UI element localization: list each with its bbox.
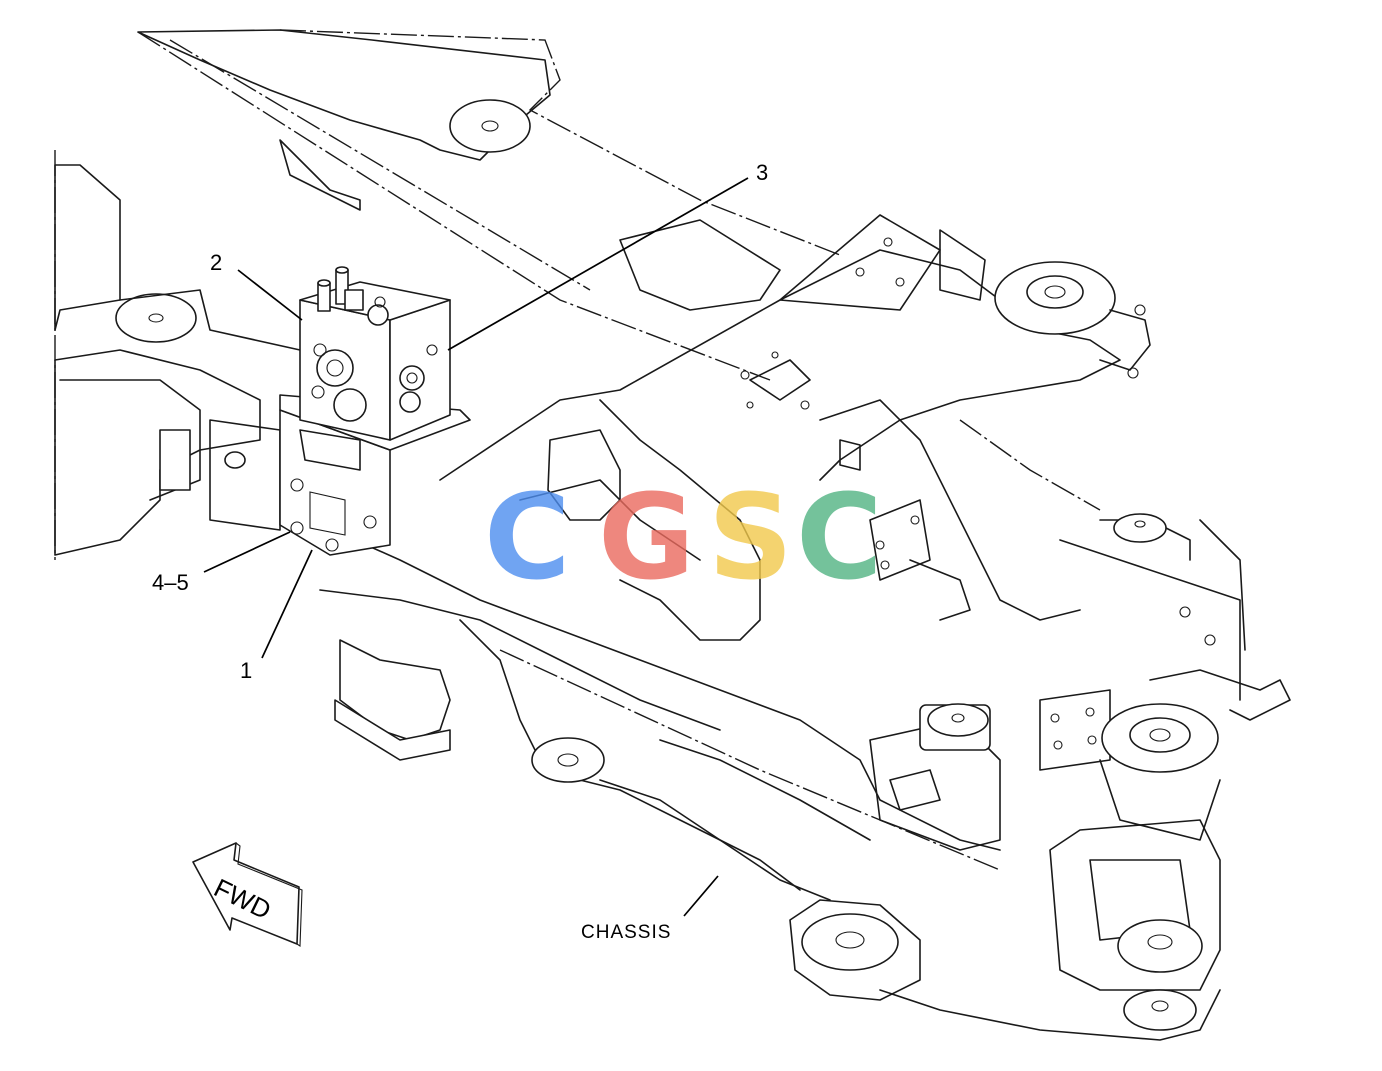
watermark-letter-1: C <box>484 468 571 606</box>
callout-1: 1 <box>240 658 252 683</box>
callout-3: 3 <box>756 160 768 185</box>
watermark-letter-2: G <box>598 468 695 606</box>
leader-lines <box>203 177 749 917</box>
callout-4-5: 4–5 <box>152 570 189 595</box>
callout-2: 2 <box>210 250 222 275</box>
chassis-frame <box>54 29 1291 1041</box>
leader-4-5 <box>203 531 291 573</box>
watermark-letter-4: C <box>796 468 883 606</box>
leader-chassis <box>683 875 719 917</box>
leader-2 <box>237 269 303 321</box>
leader-3 <box>447 177 749 351</box>
watermark-letter-3: S <box>708 468 793 606</box>
valve-assembly <box>279 266 471 556</box>
watermark-logo: C G S C <box>484 468 883 606</box>
fwd-arrow-icon: FWD <box>192 842 303 948</box>
leader-1 <box>261 549 313 659</box>
chassis-label: CHASSIS <box>581 922 671 943</box>
